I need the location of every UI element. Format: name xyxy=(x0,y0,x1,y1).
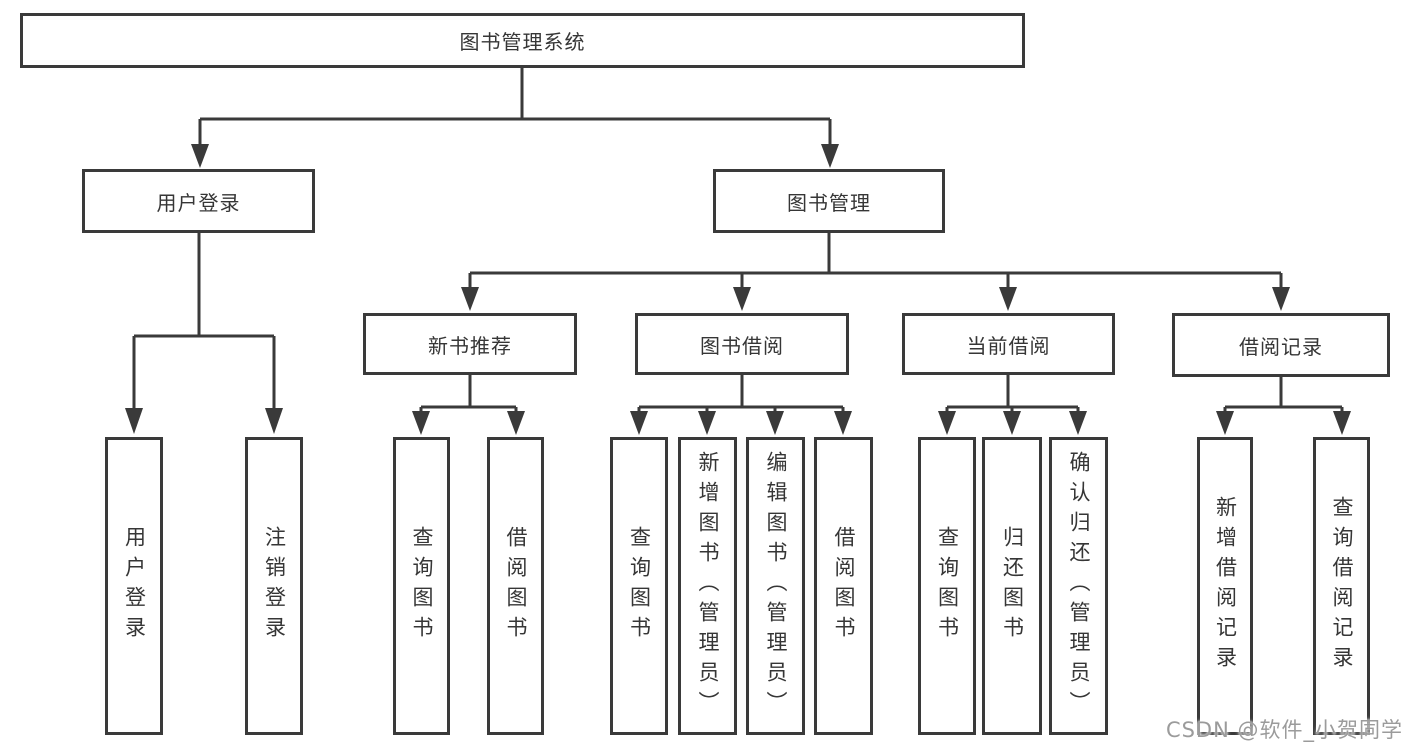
node-book-management: 图书管理 xyxy=(713,169,945,233)
leaf-user-login-label: 用户登录 xyxy=(122,526,147,646)
node-current-borrow: 当前借阅 xyxy=(902,313,1115,375)
leaf-add-book-admin-label: 新增图书（管理员） xyxy=(696,451,720,721)
node-root-library-system: 图书管理系统 xyxy=(20,13,1025,68)
node-user-login-label: 用户登录 xyxy=(156,190,241,215)
leaf-add-borrow-record: 新增借阅记录 xyxy=(1197,437,1253,735)
leaf-query-book-recommend-label: 查询图书 xyxy=(410,526,434,646)
leaf-borrow-book: 借阅图书 xyxy=(814,437,873,735)
node-book-management-label: 图书管理 xyxy=(787,190,871,215)
node-user-login: 用户登录 xyxy=(82,169,315,233)
leaf-edit-book-admin: 编辑图书（管理员） xyxy=(746,437,805,735)
node-new-book-recommend-label: 新书推荐 xyxy=(428,333,512,358)
leaf-confirm-return-admin-label: 确认归还（管理员） xyxy=(1067,451,1091,721)
leaf-logout: 注销登录 xyxy=(245,437,303,735)
leaf-borrow-book-recommend: 借阅图书 xyxy=(487,437,544,735)
leaf-borrow-book-recommend-label: 借阅图书 xyxy=(504,526,528,646)
leaf-query-book-current-label: 查询图书 xyxy=(935,526,960,646)
leaf-query-book-borrow-label: 查询图书 xyxy=(627,526,652,646)
csdn-watermark: CSDN @软件_小贺同学 xyxy=(1165,718,1403,742)
leaf-query-book-current: 查询图书 xyxy=(918,437,976,735)
node-root-label: 图书管理系统 xyxy=(459,30,586,54)
leaf-return-book-label: 归还图书 xyxy=(1000,526,1025,646)
leaf-user-login: 用户登录 xyxy=(105,437,163,735)
leaf-query-borrow-record: 查询借阅记录 xyxy=(1313,437,1370,735)
leaf-add-book-admin: 新增图书（管理员） xyxy=(678,437,737,735)
leaf-query-book-borrow: 查询图书 xyxy=(610,437,668,735)
node-book-borrow: 图书借阅 xyxy=(635,313,849,375)
leaf-confirm-return-admin: 确认归还（管理员） xyxy=(1049,437,1108,735)
node-current-borrow-label: 当前借阅 xyxy=(966,333,1051,358)
leaf-query-borrow-record-label: 查询借阅记录 xyxy=(1330,496,1354,676)
leaf-return-book: 归还图书 xyxy=(982,437,1042,735)
leaf-add-borrow-record-label: 新增借阅记录 xyxy=(1213,496,1238,676)
node-book-borrow-label: 图书借阅 xyxy=(700,333,784,358)
leaf-query-book-recommend: 查询图书 xyxy=(393,437,450,735)
node-borrow-record-label: 借阅记录 xyxy=(1239,334,1323,359)
leaf-logout-label: 注销登录 xyxy=(262,526,287,646)
node-new-book-recommend: 新书推荐 xyxy=(363,313,577,375)
leaf-borrow-book-label: 借阅图书 xyxy=(832,526,856,646)
leaf-edit-book-admin-label: 编辑图书（管理员） xyxy=(764,451,788,721)
node-borrow-record: 借阅记录 xyxy=(1172,313,1390,377)
